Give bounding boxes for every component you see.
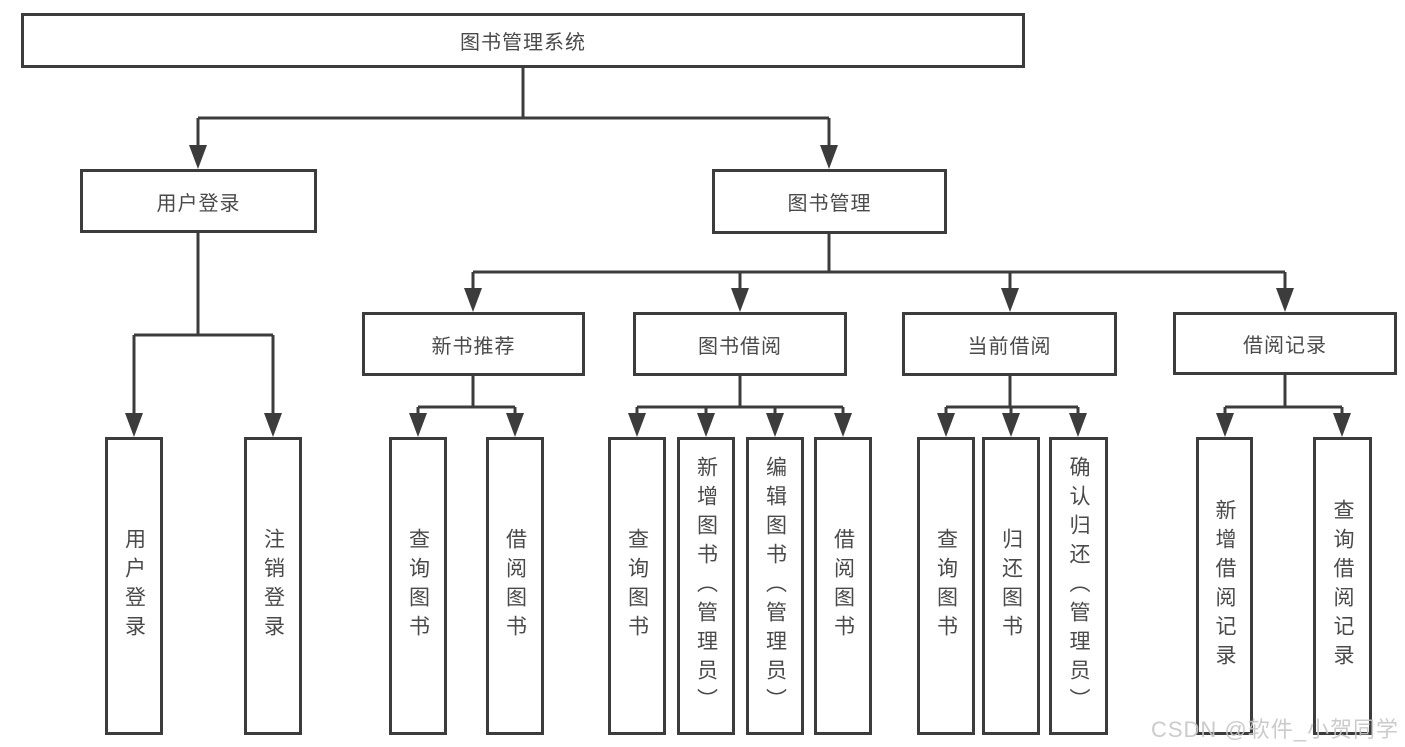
node-leaf-query-books-newrec: 查询图书 <box>389 437 447 735</box>
node-leaf-logout-label: 注销登录 <box>261 528 285 644</box>
node-leaf-borrow-books-borrow: 借阅图书 <box>814 437 872 735</box>
node-book-borrowing: 图书借阅 <box>633 312 847 376</box>
node-leaf-query-books-newrec-label: 查询图书 <box>406 528 430 644</box>
arrowheads <box>125 145 1351 437</box>
node-book-borrowing-label: 图书借阅 <box>698 335 782 358</box>
node-book-management-label: 图书管理 <box>787 193 872 215</box>
node-new-book-recommendation-label: 新书推荐 <box>431 335 516 358</box>
node-leaf-add-book-admin-label: 新增图书（管理员） <box>694 455 718 717</box>
node-leaf-add-borrow-record-label: 新增借阅记录 <box>1213 499 1236 673</box>
connector-newrec-children <box>416 376 517 417</box>
node-leaf-query-borrow-record: 查询借阅记录 <box>1313 437 1372 735</box>
node-borrowing-records-label: 借阅记录 <box>1243 335 1327 357</box>
node-current-borrowing: 当前借阅 <box>902 312 1117 376</box>
csdn-watermark: CSDN @软件_小贺同学 <box>1150 717 1399 742</box>
node-leaf-borrow-books-newrec: 借阅图书 <box>486 437 544 735</box>
node-leaf-edit-book-admin: 编辑图书（管理员） <box>746 437 804 735</box>
node-leaf-return-book-label: 归还图书 <box>999 528 1023 644</box>
node-leaf-query-books-borrow-label: 查询图书 <box>625 528 649 644</box>
node-leaf-edit-book-admin-label: 编辑图书（管理员） <box>763 455 787 717</box>
node-leaf-borrow-books-newrec-label: 借阅图书 <box>503 528 527 644</box>
node-leaf-borrow-books-borrow-label: 借阅图书 <box>831 528 855 644</box>
node-user-login: 用户登录 <box>80 169 317 233</box>
connector-book-management-children <box>471 234 1287 292</box>
node-leaf-user-login: 用户登录 <box>105 437 163 735</box>
node-library-management-system-label: 图书管理系统 <box>460 32 586 54</box>
node-leaf-query-books-current: 查询图书 <box>917 437 975 735</box>
node-leaf-query-books-current-label: 查询图书 <box>934 528 958 644</box>
node-leaf-query-borrow-record-label: 查询借阅记录 <box>1331 499 1354 673</box>
node-leaf-add-book-admin: 新增图书（管理员） <box>677 437 735 735</box>
node-current-borrowing-label: 当前借阅 <box>967 335 1052 358</box>
node-leaf-confirm-return-admin: 确认归还（管理员） <box>1049 437 1108 735</box>
node-library-management-system: 图书管理系统 <box>21 13 1025 68</box>
node-leaf-confirm-return-admin-label: 确认归还（管理员） <box>1067 455 1090 717</box>
node-leaf-user-login-label: 用户登录 <box>122 528 146 644</box>
node-leaf-logout: 注销登录 <box>244 437 302 735</box>
node-borrowing-records: 借阅记录 <box>1173 312 1397 375</box>
connector-records-children <box>1223 375 1344 417</box>
node-user-login-label: 用户登录 <box>156 192 241 215</box>
connector-current-children <box>944 376 1080 417</box>
node-new-book-recommendation: 新书推荐 <box>362 312 585 376</box>
node-leaf-return-book: 归还图书 <box>982 437 1040 735</box>
node-leaf-query-books-borrow: 查询图书 <box>608 437 666 735</box>
connector-root-to-level2 <box>196 68 831 149</box>
node-leaf-add-borrow-record: 新增借阅记录 <box>1196 437 1253 735</box>
connector-user-login-children <box>132 233 275 417</box>
node-book-management: 图书管理 <box>712 169 947 234</box>
connector-borrowing-children <box>635 376 845 417</box>
